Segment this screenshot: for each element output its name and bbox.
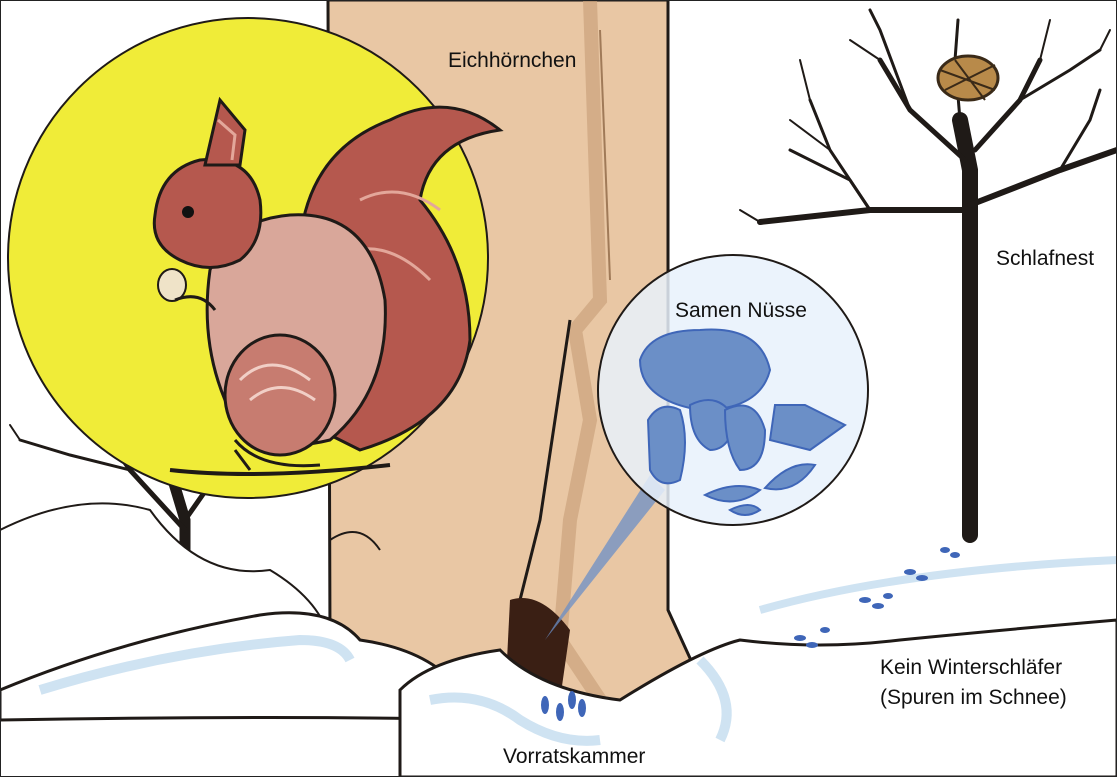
- label-no-hibernator: Kein Winterschläfer: [880, 655, 1062, 680]
- label-seeds-nuts: Samen Nüsse: [675, 298, 807, 323]
- label-storage: Vorratskammer: [503, 744, 645, 769]
- label-tracks-in-snow: (Spuren im Schnee): [880, 685, 1067, 710]
- label-squirrel: Eichhörnchen: [448, 48, 576, 73]
- label-sleeping-nest: Schlafnest: [996, 246, 1094, 271]
- sleeping-nest: [938, 56, 998, 100]
